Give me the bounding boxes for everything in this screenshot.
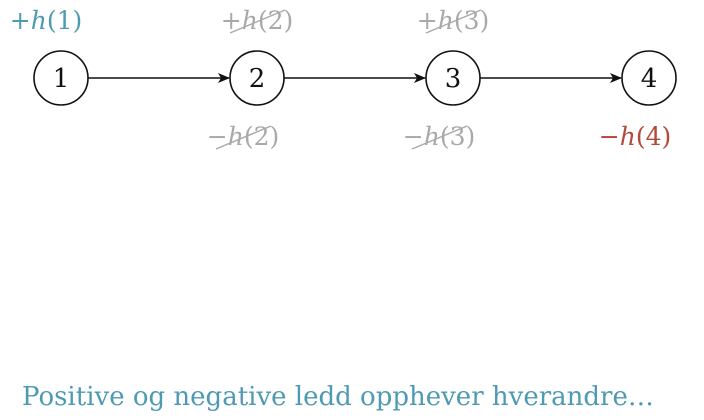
node-1: 1 bbox=[33, 50, 89, 106]
top-term-1: +h(1) bbox=[10, 6, 82, 35]
cancel-strike bbox=[229, 9, 286, 34]
bottom-term-4: −h(4) bbox=[599, 122, 671, 151]
node-label: 3 bbox=[445, 64, 462, 94]
top-term-2: +h(2) bbox=[221, 6, 293, 35]
caption-text: Positive og negative ledd opphever hvera… bbox=[22, 382, 654, 412]
top-term-3: +h(3) bbox=[417, 6, 489, 35]
bottom-term-2: −h(2) bbox=[207, 122, 279, 151]
node-circle bbox=[425, 50, 481, 106]
node-circle bbox=[621, 50, 677, 106]
nodes: 1 2 3 4 bbox=[33, 50, 677, 106]
node-label: 4 bbox=[641, 64, 658, 94]
node-label: 1 bbox=[53, 64, 70, 94]
node-label: 2 bbox=[249, 64, 266, 94]
node-3: 3 bbox=[425, 50, 481, 106]
bottom-term-3: −h(3) bbox=[403, 122, 475, 151]
node-2: 2 bbox=[229, 50, 285, 106]
cancel-strike bbox=[425, 9, 482, 34]
node-circle bbox=[33, 50, 89, 106]
terms: +h(1) +h(2) −h(2) +h(3) −h(3) −h(4) bbox=[10, 6, 671, 151]
cancel-strike bbox=[215, 125, 272, 150]
cancel-strike bbox=[411, 125, 468, 150]
node-circle bbox=[229, 50, 285, 106]
node-4: 4 bbox=[621, 50, 677, 106]
